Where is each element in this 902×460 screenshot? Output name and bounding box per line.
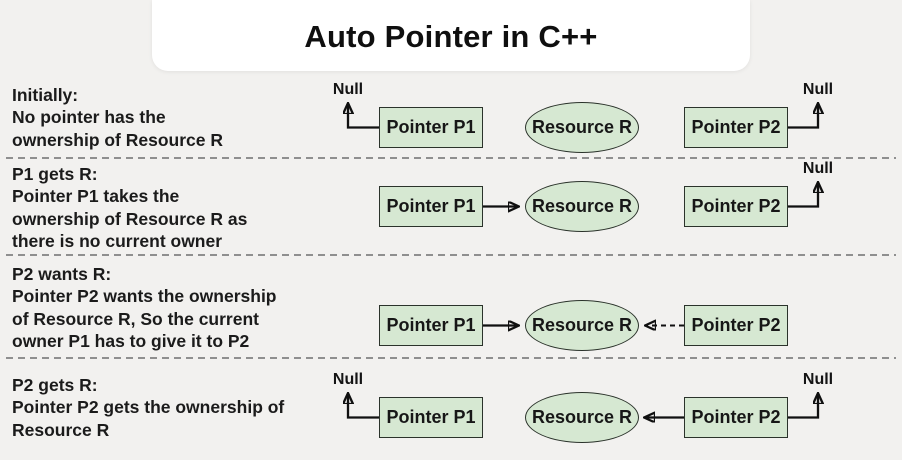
row1-null-label-left: Null xyxy=(332,81,364,98)
row1-p1-to-null-arrow xyxy=(348,104,379,129)
row1-pointer-p2-box: Pointer P2 xyxy=(684,107,788,148)
row4-p2-to-null-arrow xyxy=(788,394,818,419)
row3-caption: P2 wants R: Pointer P2 wants the ownersh… xyxy=(12,264,277,352)
row-separator-2 xyxy=(6,254,896,256)
row4-resource-ellipse: Resource R xyxy=(525,392,639,443)
row2-caption: P1 gets R: Pointer P1 takes the ownershi… xyxy=(12,164,248,252)
row1-pointer-p1-box: Pointer P1 xyxy=(379,107,483,148)
row1-null-label-right: Null xyxy=(802,81,834,98)
row-separator-1 xyxy=(6,157,896,159)
row3-pointer-p2-box: Pointer P2 xyxy=(684,305,788,346)
row1-p2-to-null-arrow xyxy=(788,104,818,129)
row4-null-label-right: Null xyxy=(802,371,834,388)
page-title: Auto Pointer in C++ xyxy=(304,18,598,54)
row3-resource-ellipse: Resource R xyxy=(525,300,639,351)
row4-pointer-p1-box: Pointer P1 xyxy=(379,397,483,438)
row-separator-3 xyxy=(6,357,896,359)
row2-pointer-p2-box: Pointer P2 xyxy=(684,186,788,227)
title-card: Auto Pointer in C++ xyxy=(152,0,750,71)
row3-pointer-p1-box: Pointer P1 xyxy=(379,305,483,346)
row4-caption: P2 gets R: Pointer P2 gets the ownership… xyxy=(12,375,285,440)
row2-pointer-p1-box: Pointer P1 xyxy=(379,186,483,227)
row2-p2-to-null-arrow xyxy=(788,183,818,208)
row1-resource-ellipse: Resource R xyxy=(525,102,639,153)
row2-resource-ellipse: Resource R xyxy=(525,181,639,232)
row4-p1-to-null-arrow xyxy=(348,394,379,419)
row4-pointer-p2-box: Pointer P2 xyxy=(684,397,788,438)
row4-null-label-left: Null xyxy=(332,371,364,388)
row1-caption: Initially: No pointer has the ownership … xyxy=(12,85,224,150)
row2-null-label-right: Null xyxy=(802,160,834,177)
